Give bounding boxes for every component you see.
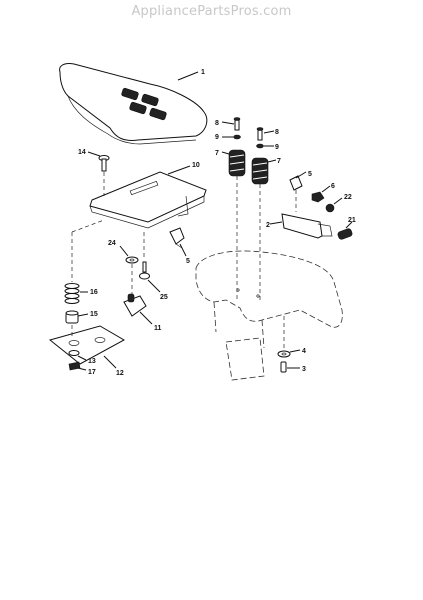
bolt-right[interactable] — [256, 127, 275, 141]
callout-2: 2 — [266, 222, 270, 229]
nut-6[interactable] — [311, 185, 331, 203]
callout-8-right: 8 — [275, 129, 279, 136]
carriage-bolt[interactable] — [87, 151, 110, 196]
callout-11: 11 — [154, 325, 162, 332]
washer-left[interactable] — [222, 134, 241, 140]
spring-16[interactable] — [64, 283, 88, 304]
callout-8-left: 8 — [215, 120, 219, 127]
callout-7-left: 7 — [215, 150, 219, 157]
callout-5-left: 5 — [186, 258, 190, 265]
watermark-text: AppliancePartsPros.com — [131, 4, 292, 19]
callout-7-right: 7 — [277, 158, 281, 165]
callout-10: 10 — [192, 162, 200, 169]
knob-5-left[interactable] — [169, 227, 187, 257]
callout-24: 24 — [108, 240, 116, 247]
clip-22[interactable] — [325, 197, 343, 213]
callout-9-right: 9 — [275, 144, 279, 151]
frame-outline — [195, 250, 343, 381]
knob-5-right[interactable] — [289, 171, 307, 212]
callout-14: 14 — [78, 149, 86, 156]
washer-13[interactable] — [68, 350, 87, 361]
callout-17: 17 — [88, 369, 96, 376]
callout-5-right: 5 — [308, 171, 312, 178]
seat-pan[interactable] — [89, 165, 207, 229]
nut-17[interactable] — [68, 361, 87, 371]
callout-12: 12 — [116, 370, 124, 377]
bolt-25[interactable] — [139, 261, 161, 293]
callout-25: 25 — [160, 294, 168, 301]
callout-9-left: 9 — [215, 134, 219, 141]
spring-left[interactable] — [221, 149, 246, 300]
washer-4[interactable] — [277, 349, 301, 358]
callout-1: 1 — [201, 69, 205, 76]
callout-13: 13 — [88, 358, 96, 365]
callout-3: 3 — [302, 366, 306, 373]
washer-24[interactable] — [119, 245, 139, 264]
spring-right[interactable] — [251, 157, 277, 300]
callout-22: 22 — [344, 194, 352, 201]
seat[interactable] — [59, 63, 208, 145]
callout-6: 6 — [331, 183, 335, 190]
washer-right[interactable] — [256, 143, 275, 149]
callout-21: 21 — [348, 217, 356, 224]
bolt-left[interactable] — [221, 117, 241, 131]
pivot-bracket-11[interactable] — [123, 293, 153, 325]
callout-4: 4 — [302, 348, 306, 355]
mounting-plate-12[interactable] — [48, 325, 126, 369]
bolt-21[interactable] — [337, 221, 353, 240]
seat-bracket[interactable] — [269, 213, 333, 239]
bolt-3[interactable] — [280, 316, 300, 373]
callout-16: 16 — [90, 289, 98, 296]
bushing-15[interactable] — [65, 310, 89, 324]
callout-15: 15 — [90, 311, 98, 318]
